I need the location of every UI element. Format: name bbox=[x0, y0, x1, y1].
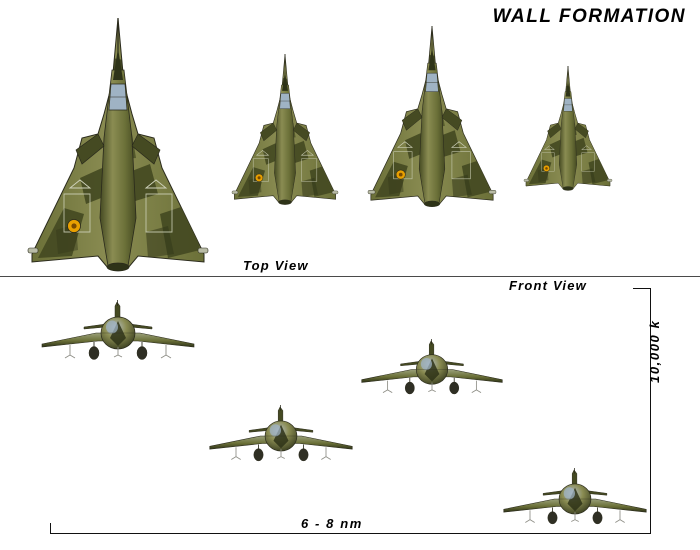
top-view-aircraft-4 bbox=[523, 65, 613, 191]
horizontal-dimension-line bbox=[50, 533, 651, 534]
section-divider bbox=[0, 276, 700, 277]
front-view-aircraft-2 bbox=[358, 339, 506, 400]
front-view-aircraft-1 bbox=[38, 300, 198, 366]
top-view-aircraft-2 bbox=[231, 53, 339, 205]
front-view-aircraft-4 bbox=[500, 468, 650, 530]
horizontal-dimension-label: 6 - 8 nm bbox=[301, 516, 363, 531]
page-title: WALL FORMATION bbox=[492, 6, 686, 27]
front-view-aircraft-3 bbox=[206, 405, 356, 467]
top-view-label: Top View bbox=[243, 258, 309, 273]
vertical-dimension-line bbox=[650, 288, 651, 534]
front-view-label: Front View bbox=[509, 278, 587, 293]
horizontal-dimension-tick-left bbox=[50, 523, 51, 534]
top-view-aircraft-1 bbox=[27, 17, 209, 272]
vertical-dimension-tick-top bbox=[633, 288, 651, 289]
vertical-dimension-label: 10,000 k bbox=[647, 319, 662, 383]
top-view-aircraft-3 bbox=[367, 25, 497, 207]
